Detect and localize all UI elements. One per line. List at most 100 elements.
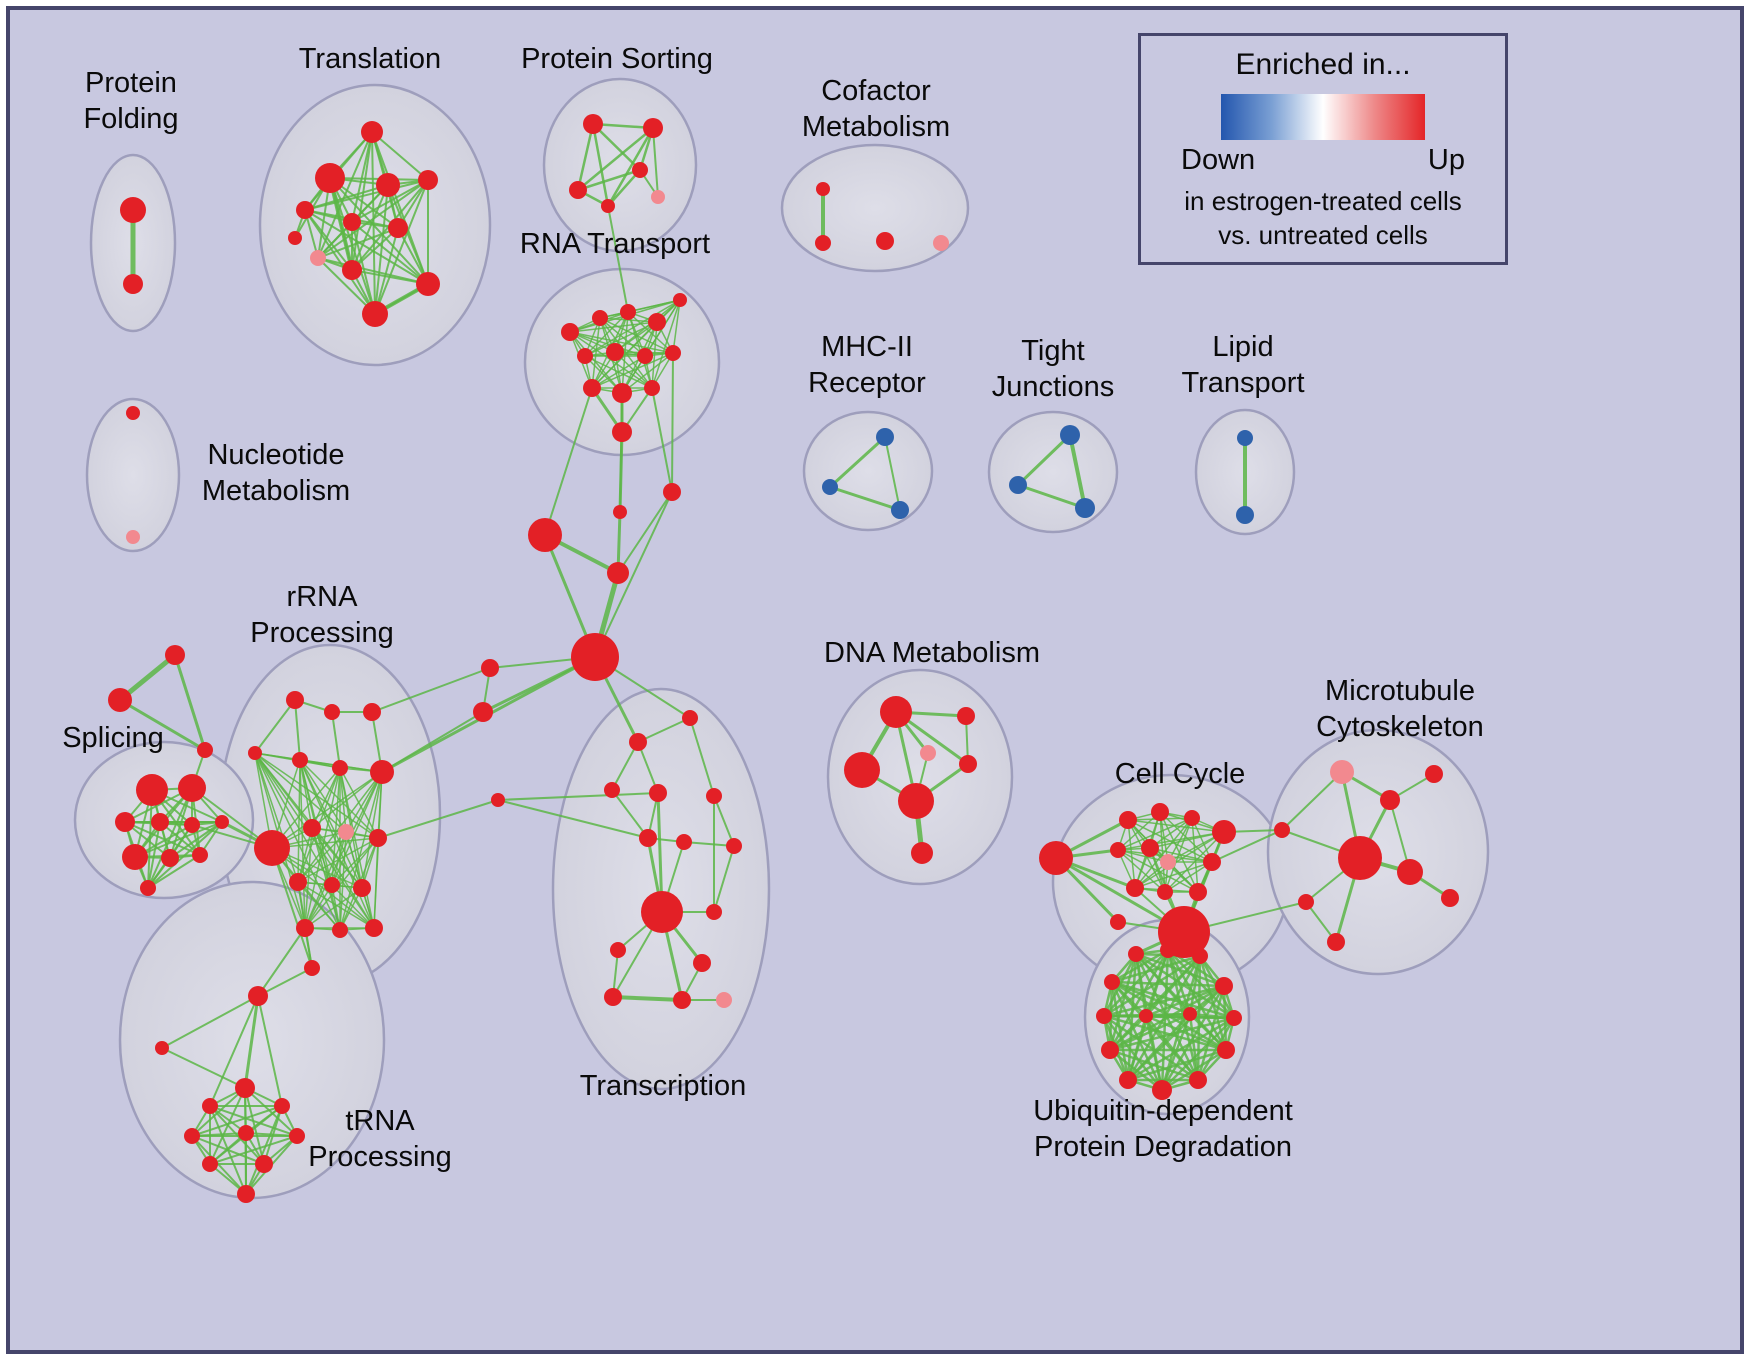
edge: [297, 837, 379, 883]
cluster-label-protein-sorting: Protein Sorting: [521, 43, 713, 75]
edge: [351, 131, 373, 223]
edge: [671, 352, 674, 493]
edge: [297, 759, 301, 883]
edge: [147, 821, 161, 889]
node-ub2: [1160, 942, 1176, 958]
node-mt9: [1327, 933, 1345, 951]
edge: [351, 269, 429, 285]
edge: [304, 837, 379, 929]
node-cm3: [876, 232, 894, 250]
edge: [544, 387, 593, 536]
cluster-label-cofactor-metabolism: Cofactor: [821, 75, 931, 107]
edge: [1117, 817, 1193, 851]
node-rr6: [332, 760, 348, 776]
cluster-label-transcription: Transcription: [580, 1070, 747, 1102]
node-cc9: [1203, 853, 1221, 871]
node-md1: [663, 483, 681, 501]
node-rr3: [363, 703, 381, 721]
edge: [1016, 483, 1087, 510]
edge: [317, 179, 429, 259]
legend-up-label: Up: [1427, 144, 1465, 176]
legend-subtitle-line2: vs. untreated cells: [1218, 219, 1428, 250]
edge: [591, 122, 655, 130]
cluster-label-translation: Translation: [299, 43, 441, 75]
node-rr10: [338, 824, 354, 840]
edge: [304, 831, 347, 929]
edge: [1108, 1048, 1200, 1082]
edge: [134, 821, 223, 858]
legend-box: Enriched in... Down Up in estrogen-treat…: [1138, 33, 1508, 265]
node-pf2: [123, 274, 143, 294]
edge: [617, 491, 673, 574]
node-tn5: [274, 1098, 290, 1114]
edge: [1110, 954, 1202, 984]
node-lt2: [1236, 506, 1254, 524]
node-mt6: [1397, 859, 1423, 885]
edge: [569, 331, 623, 394]
node-tl10: [416, 272, 440, 296]
node-mt5: [1338, 836, 1382, 880]
node-tc4: [649, 784, 667, 802]
edge: [1188, 1012, 1200, 1082]
cluster-label-nucleotide-metabolism: Metabolism: [202, 475, 350, 507]
edge: [591, 355, 646, 389]
node-tc1: [629, 733, 647, 751]
node-tl9: [342, 260, 362, 280]
node-tj2: [1009, 476, 1027, 494]
edge: [331, 771, 383, 886]
cluster-label-rna-transport: RNA Transport: [520, 228, 710, 260]
edge: [339, 767, 375, 929]
cluster-label-ubiquitin-degradation: Ubiquitin-dependent: [1033, 1095, 1293, 1127]
node-ub7: [1226, 1010, 1242, 1026]
edge: [611, 789, 649, 839]
edge: [331, 767, 341, 886]
edge: [1191, 817, 1199, 893]
edge: [351, 221, 429, 285]
edge: [713, 845, 735, 913]
node-cc10: [1126, 879, 1144, 897]
edge: [652, 127, 659, 198]
node-dm2: [957, 707, 975, 725]
cluster-label-rrna-processing: rRNA: [287, 581, 359, 613]
edge: [374, 184, 389, 315]
legend-down-label: Down: [1181, 144, 1256, 176]
node-rt2: [592, 310, 608, 326]
node-tc11: [610, 942, 626, 958]
node-ps3: [569, 181, 587, 199]
edge: [1126, 1048, 1228, 1082]
cluster-label-trna-processing: Processing: [308, 1141, 451, 1173]
node-cc7: [1141, 839, 1159, 857]
edge: [351, 184, 389, 271]
node-tc13: [604, 988, 622, 1006]
edge: [373, 837, 379, 929]
node-cm2: [815, 235, 831, 251]
node-rr16: [332, 922, 348, 938]
node-rt8: [637, 348, 653, 364]
cluster-label-microtubule-cytoskeleton: Cytoskeleton: [1316, 711, 1484, 743]
node-lt1: [1237, 430, 1253, 446]
node-tc8: [726, 838, 742, 854]
node-ub8: [1101, 1041, 1119, 1059]
edge: [1117, 831, 1225, 851]
edge: [304, 209, 376, 315]
node-ub6: [1096, 1008, 1112, 1024]
edge: [1068, 433, 1087, 510]
node-ps2: [643, 118, 663, 138]
node-tn8: [289, 1128, 305, 1144]
node-tl8: [310, 250, 326, 266]
legend-gradient-bar: [1221, 94, 1425, 140]
node-tn7: [238, 1125, 254, 1141]
node-cc11: [1157, 884, 1173, 900]
node-tl2: [315, 163, 345, 193]
node-md3: [528, 518, 562, 552]
cluster-ellipse-protein-sorting: [542, 77, 698, 253]
edge: [1144, 1014, 1164, 1092]
cluster-ellipse-cofactor-metabolism: [780, 143, 970, 273]
edge: [244, 1087, 298, 1137]
node-ub12: [1189, 1071, 1207, 1089]
edge: [271, 771, 383, 849]
node-mh3: [891, 501, 909, 519]
edge: [611, 741, 639, 791]
edge: [1144, 1014, 1228, 1052]
